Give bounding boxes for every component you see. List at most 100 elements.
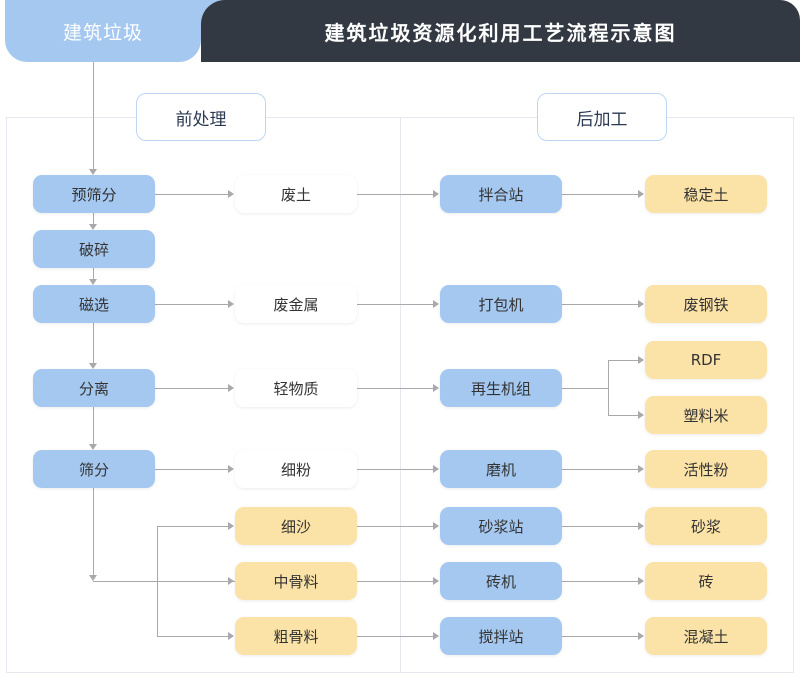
connector-intermediate-to-equipment-1 bbox=[357, 304, 433, 305]
node-label: 粗骨料 bbox=[273, 627, 319, 646]
node-label: 磨机 bbox=[485, 460, 516, 479]
node-equipment-5[interactable]: 砖机 bbox=[440, 562, 562, 600]
node-label: 破碎 bbox=[78, 240, 109, 259]
connector-equipment-to-product-1 bbox=[562, 304, 638, 305]
node-label: 细粉 bbox=[280, 460, 311, 479]
node-label: 稳定土 bbox=[683, 185, 729, 204]
node-equipment-2[interactable]: 再生机组 bbox=[440, 369, 562, 407]
connector-separate-to-screen bbox=[93, 407, 94, 444]
stage-label-post-processing: 后加工 bbox=[537, 93, 667, 141]
source-tab: 建筑垃圾 bbox=[5, 0, 201, 62]
node-label: 轻物质 bbox=[273, 379, 319, 398]
arrowhead-intermediate-1 bbox=[228, 300, 234, 308]
connector-regen-to-plastic bbox=[608, 415, 638, 416]
arrowhead-coarse-aggregate bbox=[228, 632, 234, 640]
arrowhead-medium-aggregate bbox=[228, 577, 234, 585]
node-intermediate-6[interactable]: 粗骨料 bbox=[235, 617, 357, 655]
connector-process-to-intermediate-3 bbox=[155, 469, 228, 470]
connector-prescreen-to-crush bbox=[93, 213, 94, 224]
connector-equipment-to-product-5 bbox=[562, 636, 638, 637]
connector-to-fine-sand bbox=[157, 526, 228, 527]
node-intermediate-3[interactable]: 细粉 bbox=[235, 450, 357, 488]
arrowhead-product-2 bbox=[638, 465, 644, 473]
connector-magnetic-to-separate bbox=[93, 323, 94, 363]
node-product-4[interactable]: 活性粉 bbox=[645, 450, 767, 488]
node-product-6[interactable]: 砖 bbox=[645, 562, 767, 600]
title-bar: 建筑垃圾资源化利用工艺流程示意图 bbox=[201, 0, 800, 62]
node-equipment-1[interactable]: 打包机 bbox=[440, 285, 562, 323]
arrowhead-intermediate-0 bbox=[228, 190, 234, 198]
node-process-0[interactable]: 预筛分 bbox=[33, 175, 155, 213]
node-product-7[interactable]: 混凝土 bbox=[645, 617, 767, 655]
connector-equipment-to-product-0 bbox=[562, 194, 638, 195]
connector-equipment-to-product-4 bbox=[562, 581, 638, 582]
stage-post-text: 后加工 bbox=[576, 109, 628, 130]
arrowhead-prescreen bbox=[89, 169, 97, 175]
node-intermediate-4[interactable]: 细沙 bbox=[235, 507, 357, 545]
connector-equipment-to-product-3 bbox=[562, 526, 638, 527]
node-label: 打包机 bbox=[478, 295, 524, 314]
node-process-2[interactable]: 磁选 bbox=[33, 285, 155, 323]
node-intermediate-0[interactable]: 废土 bbox=[235, 175, 357, 213]
node-label: 预筛分 bbox=[71, 185, 117, 204]
arrowhead-product-0 bbox=[638, 190, 644, 198]
connector-process-to-intermediate-2 bbox=[155, 388, 228, 389]
node-process-3[interactable]: 分离 bbox=[33, 369, 155, 407]
node-label: 细沙 bbox=[280, 517, 311, 536]
arrowhead-plastic bbox=[638, 411, 644, 419]
node-intermediate-2[interactable]: 轻物质 bbox=[235, 369, 357, 407]
connector-regen-stem bbox=[562, 388, 608, 389]
connector-to-coarse-aggregate bbox=[157, 636, 228, 637]
connector-crush-to-magnetic bbox=[93, 268, 94, 279]
connector-intermediate-to-equipment-4 bbox=[357, 526, 433, 527]
node-product-3[interactable]: 塑料米 bbox=[645, 396, 767, 434]
node-label: 筛分 bbox=[78, 460, 109, 479]
stage-label-pre-processing: 前处理 bbox=[136, 93, 266, 141]
connector-intermediate-to-equipment-5 bbox=[357, 581, 433, 582]
connector-to-medium-aggregate bbox=[157, 581, 228, 582]
node-product-1[interactable]: 废钢铁 bbox=[645, 285, 767, 323]
node-label: 拌合站 bbox=[478, 185, 524, 204]
connector-source-to-prescreen bbox=[93, 62, 94, 169]
arrowhead-product-5 bbox=[638, 632, 644, 640]
section-divider bbox=[400, 117, 401, 673]
arrowhead-crush bbox=[89, 224, 97, 230]
connector-screen-down bbox=[93, 488, 94, 575]
node-process-1[interactable]: 破碎 bbox=[33, 230, 155, 268]
node-label: 废钢铁 bbox=[683, 295, 729, 314]
node-equipment-6[interactable]: 搅拌站 bbox=[440, 617, 562, 655]
connector-regen-bus bbox=[608, 360, 609, 415]
arrowhead-product-4 bbox=[638, 577, 644, 585]
arrowhead-intermediate-2 bbox=[228, 384, 234, 392]
node-process-4[interactable]: 筛分 bbox=[33, 450, 155, 488]
connector-regen-to-rdf bbox=[608, 360, 638, 361]
node-intermediate-1[interactable]: 废金属 bbox=[235, 285, 357, 323]
node-equipment-3[interactable]: 磨机 bbox=[440, 450, 562, 488]
node-equipment-4[interactable]: 砂浆站 bbox=[440, 507, 562, 545]
node-label: 砂浆站 bbox=[478, 517, 524, 536]
node-label: RDF bbox=[690, 351, 722, 369]
node-product-2[interactable]: RDF bbox=[645, 341, 767, 379]
node-label: 中骨料 bbox=[273, 572, 319, 591]
node-product-0[interactable]: 稳定土 bbox=[645, 175, 767, 213]
arrowhead-product-3 bbox=[638, 522, 644, 530]
node-product-5[interactable]: 砂浆 bbox=[645, 507, 767, 545]
source-tab-label: 建筑垃圾 bbox=[62, 21, 143, 44]
arrowhead-rdf bbox=[638, 356, 644, 364]
node-label: 混凝土 bbox=[683, 627, 729, 646]
arrowhead-separate bbox=[89, 363, 97, 369]
arrowhead-equipment-6 bbox=[433, 632, 439, 640]
node-label: 废金属 bbox=[273, 295, 319, 314]
node-equipment-0[interactable]: 拌合站 bbox=[440, 175, 562, 213]
node-label: 活性粉 bbox=[683, 460, 729, 479]
arrowhead-fine-sand bbox=[228, 522, 234, 530]
node-label: 磁选 bbox=[78, 295, 109, 314]
node-intermediate-5[interactable]: 中骨料 bbox=[235, 562, 357, 600]
arrowhead-magnetic bbox=[89, 279, 97, 285]
node-label: 废土 bbox=[280, 185, 311, 204]
node-label: 塑料米 bbox=[683, 406, 729, 425]
arrowhead-screen bbox=[89, 444, 97, 450]
arrowhead-equipment-5 bbox=[433, 577, 439, 585]
arrowhead-equipment-0 bbox=[433, 190, 439, 198]
